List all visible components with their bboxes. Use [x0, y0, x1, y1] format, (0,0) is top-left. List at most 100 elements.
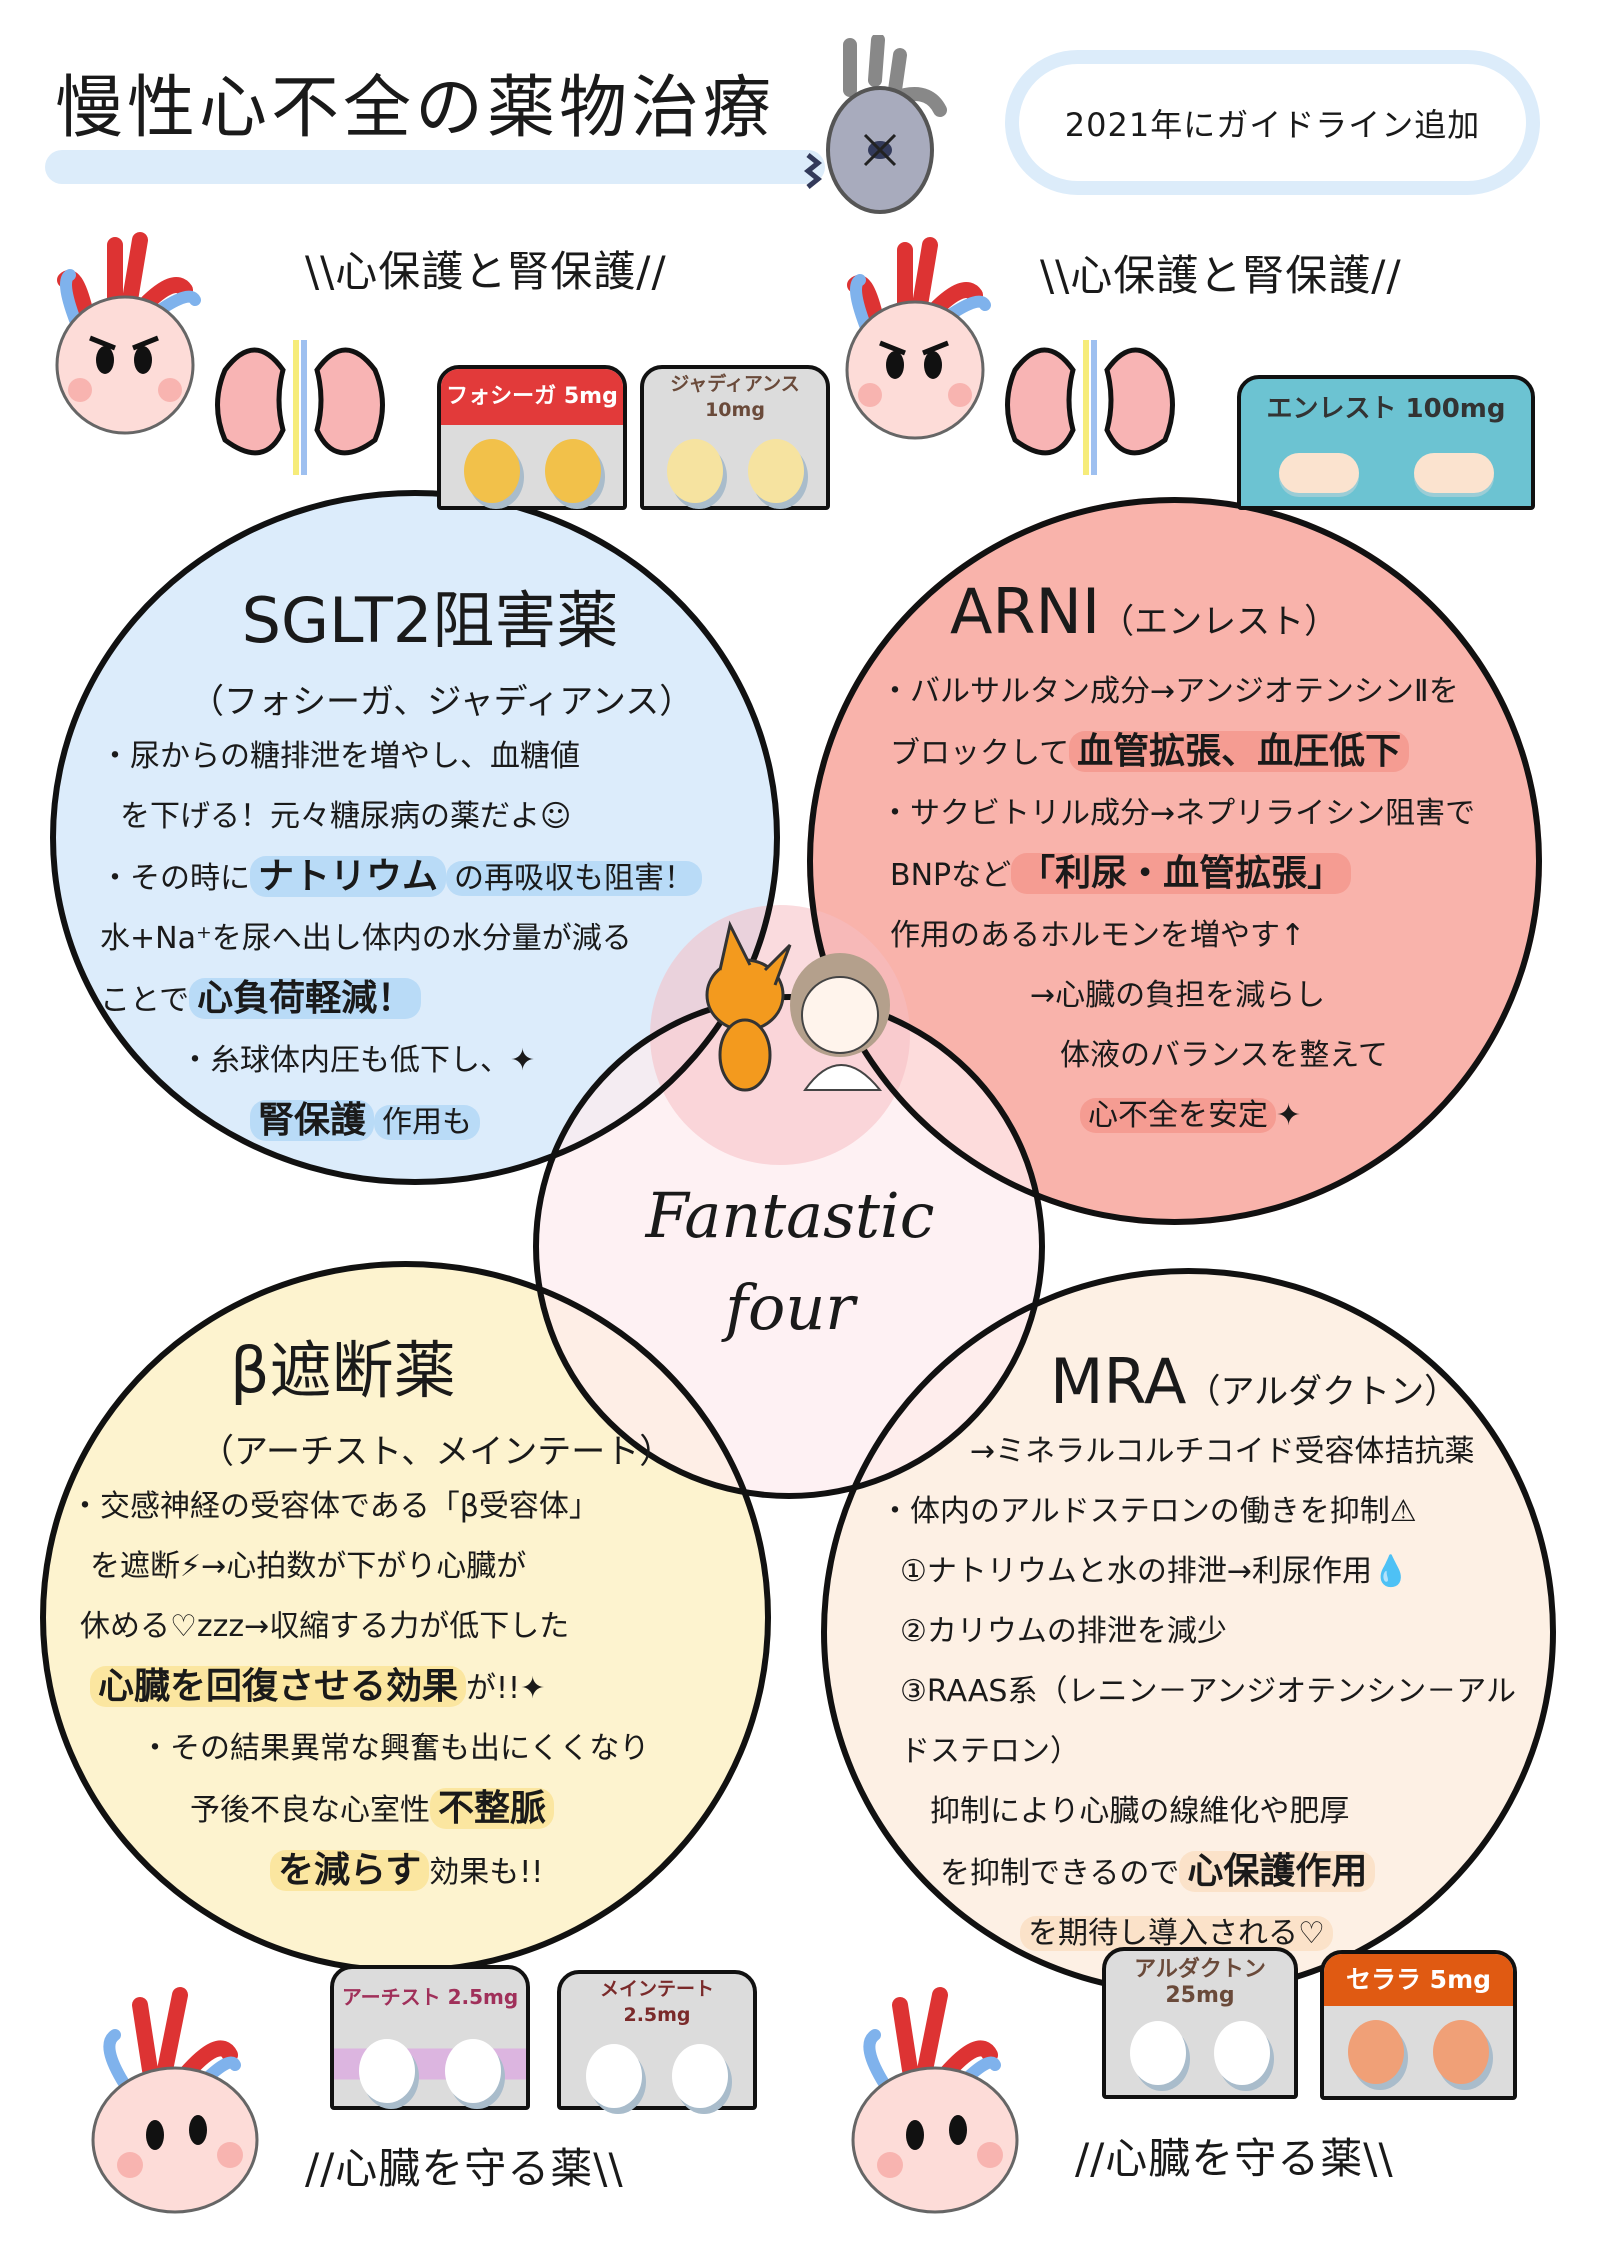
beta-text-line: を減らす効果も!!: [270, 1841, 760, 1903]
arni-text-line: 作用のあるホルモンを増やす↑: [890, 906, 1510, 966]
top-left-heading: \\心保護と腎保護//: [305, 247, 667, 296]
body-text: ②カリウムの排泄を減少: [900, 1614, 1227, 1649]
mra-text-line: ・体内のアルドステロンの働きを抑制⚠: [880, 1482, 1530, 1542]
mra-title: MRA: [1020, 1345, 1357, 1422]
beta-content: β遮断薬 （アーチスト、メインテート） ・交感神経の受容体である「β受容体」を遮…: [70, 1320, 760, 1903]
grey-heart-icon: [803, 35, 947, 214]
body-text: を抑制できるので: [940, 1856, 1180, 1891]
mra-text-line: ③RAAS系（レニン－アンジオテンシン－アルドステロン）: [900, 1662, 1530, 1782]
jardiance-pack: ジャディアンス 10mg: [640, 365, 830, 510]
body-text: ・バルサルタン成分→アンジオテンシンⅡを: [880, 674, 1459, 709]
bottom-right-heading: //心臓を守る薬\\: [1075, 2134, 1394, 2183]
body-text: を期待し導入される♡: [1020, 1916, 1333, 1951]
sglt2-text-line: ・その時にナトリウムの再吸収も阻害！: [100, 847, 750, 909]
body-text: 効果も!!: [429, 1855, 544, 1890]
body-text: 体液のバランスを整えて: [1060, 1038, 1388, 1073]
emphasis-text: 不整脈: [430, 1788, 555, 1829]
body-text: を遮断⚡→心拍数が下がり心臓が: [90, 1549, 527, 1584]
cerara-pack: セララ 5mg: [1320, 1950, 1517, 2100]
body-text: が!!✦: [466, 1671, 546, 1706]
mra-text-line: ①ナトリウムと水の排泄→利尿作用💧: [900, 1542, 1530, 1602]
body-text: ③RAAS系（レニン－アンジオテンシン－アルドステロン）: [900, 1674, 1516, 1769]
pill-icon: [463, 439, 520, 503]
sglt2-title: SGLT2阻害薬: [211, 570, 649, 664]
sglt2-subtitle: （フォシーガ、ジャディアンス）: [190, 682, 694, 722]
mra-text-line: ②カリウムの排泄を減少: [900, 1602, 1530, 1662]
pill-icon: [747, 439, 804, 503]
sglt2-content: SGLT2阻害薬 （フォシーガ、ジャディアンス） ・尿からの糖排泄を増やし、血糖…: [100, 570, 750, 1153]
pill-icon: [666, 439, 723, 503]
arni-text-line: ブロックして血管拡張、血圧低下: [890, 722, 1510, 784]
mra-content: MRA（アルダクトン） →ミネラルコルチコイド受容体拮抗薬・体内のアルドステロン…: [870, 1345, 1530, 1964]
pill-icon: [586, 2044, 642, 2108]
guideline-cloud-note: 2021年にガイドライン追加: [1005, 50, 1540, 195]
aldactone-pack: アルダクトン 25mg: [1102, 1947, 1298, 2099]
page-title: 慢性心不全の薬物治療: [55, 69, 776, 148]
emphasis-text: を減らす: [270, 1850, 430, 1891]
body-text: ブロックして: [890, 736, 1070, 771]
pill-icon: [672, 2044, 728, 2108]
body-text: ・サクビトリル成分→ネプリライシン阻害で: [880, 796, 1476, 831]
pill-icon: [1413, 453, 1494, 493]
body-text: の再吸収も阻害！: [446, 861, 703, 896]
arni-title-note: （エンレスト）: [1100, 602, 1339, 642]
body-text: →ミネラルコルチコイド受容体拮抗薬: [970, 1434, 1475, 1469]
top-right-heading: \\心保護と腎保護//: [1040, 251, 1402, 300]
beta-text-line: 休める♡zzz→収縮する力が低下した: [80, 1597, 760, 1657]
pill-icon: [1432, 2020, 1489, 2084]
forxiga-pack: フォシーガ 5mg: [437, 365, 627, 510]
arni-text-line: ・サクビトリル成分→ネプリライシン阻害で: [880, 784, 1510, 844]
arni-text-line: 体液のバランスを整えて: [1060, 1026, 1510, 1086]
mra-text-line: 抑制により心臓の線維化や肥厚: [930, 1782, 1530, 1842]
mra-text-line: を抑制できるので心保護作用: [940, 1842, 1530, 1904]
body-text: ①ナトリウムと水の排泄→利尿作用💧: [900, 1554, 1410, 1589]
heart-character-icon: [55, 232, 201, 435]
body-text: 予後不良な心室性: [190, 1793, 430, 1828]
artist-pack: アーチスト 2.5mg: [330, 1965, 530, 2110]
pill-icon: [1130, 2021, 1186, 2085]
entresto-pack: エンレスト 100mg: [1237, 375, 1535, 510]
kidney-character-icon: [215, 340, 385, 475]
title-underline: [45, 150, 825, 184]
body-text: 心不全を安定: [1080, 1098, 1276, 1133]
pill-icon: [1214, 2021, 1270, 2085]
sglt2-text-line: ・尿からの糖排泄を増やし、血糖値: [100, 727, 750, 787]
bottom-left-heading: //心臓を守る薬\\: [305, 2144, 624, 2193]
sglt2-text-line: ・糸球体内圧も低下し、✦: [180, 1031, 750, 1091]
beta-text-line: ・交感神経の受容体である「β受容体」: [70, 1477, 760, 1537]
emphasis-text: 「利尿・血管拡張」: [1011, 853, 1352, 894]
mra-text-line: →ミネラルコルチコイド受容体拮抗薬: [970, 1422, 1530, 1482]
body-text: ・体内のアルドステロンの働きを抑制⚠: [880, 1494, 1417, 1529]
beta-text-line: を遮断⚡→心拍数が下がり心臓が: [90, 1537, 760, 1597]
arni-text-line: →心臓の負担を減らし: [1030, 966, 1510, 1026]
body-text: →心臓の負担を減らし: [1030, 978, 1326, 1013]
kidney-character-icon: [1005, 340, 1175, 475]
body-text: ✦: [1276, 1098, 1302, 1133]
sglt2-text-line: を下げる！元々糖尿病の薬だよ☺: [120, 787, 750, 847]
sglt2-text-line: ことで心負荷軽減！: [100, 969, 750, 1031]
arni-title: ARNI: [920, 575, 1301, 652]
pill-icon: [1278, 453, 1359, 493]
beta-text-line: ・その結果異常な興奮も出にくくなり: [140, 1719, 760, 1779]
body-text: ・その時に: [100, 861, 250, 896]
body-text: 作用のあるホルモンを増やす↑: [890, 918, 1306, 953]
mra-title-note: （アルダクトン）: [1186, 1372, 1459, 1412]
body-text: を下げる！元々糖尿病の薬だよ☺: [120, 799, 572, 834]
fantastic-four-label: Fantastic four: [645, 1179, 935, 1344]
beta-subtitle: （アーチスト、メインテート）: [200, 1432, 674, 1472]
body-text: ・糸球体内圧も低下し、✦: [180, 1043, 536, 1078]
sglt2-text-line: 腎保護作用も: [250, 1091, 750, 1153]
emphasis-text: 血管拡張、血圧低下: [1069, 731, 1410, 772]
emphasis-text: 心負荷軽減！: [189, 978, 422, 1019]
emphasis-text: 腎保護: [250, 1100, 375, 1141]
body-text: ・その結果異常な興奮も出にくくなり: [140, 1731, 650, 1766]
emphasis-text: ナトリウム: [250, 856, 447, 897]
body-text: ・尿からの糖排泄を増やし、血糖値: [100, 739, 580, 774]
pill-icon: [544, 439, 601, 503]
maintate-pack: メインテート 2.5mg: [557, 1970, 757, 2110]
heart-character-icon: [851, 1987, 1019, 2214]
mra-body: →ミネラルコルチコイド受容体拮抗薬・体内のアルドステロンの働きを抑制⚠ ①ナトリウ…: [870, 1422, 1530, 1964]
body-text: 抑制により心臓の線維化や肥厚: [930, 1794, 1350, 1829]
emphasis-text: 心臓を回復させる効果: [90, 1666, 467, 1707]
body-text: 作用も: [374, 1105, 481, 1140]
